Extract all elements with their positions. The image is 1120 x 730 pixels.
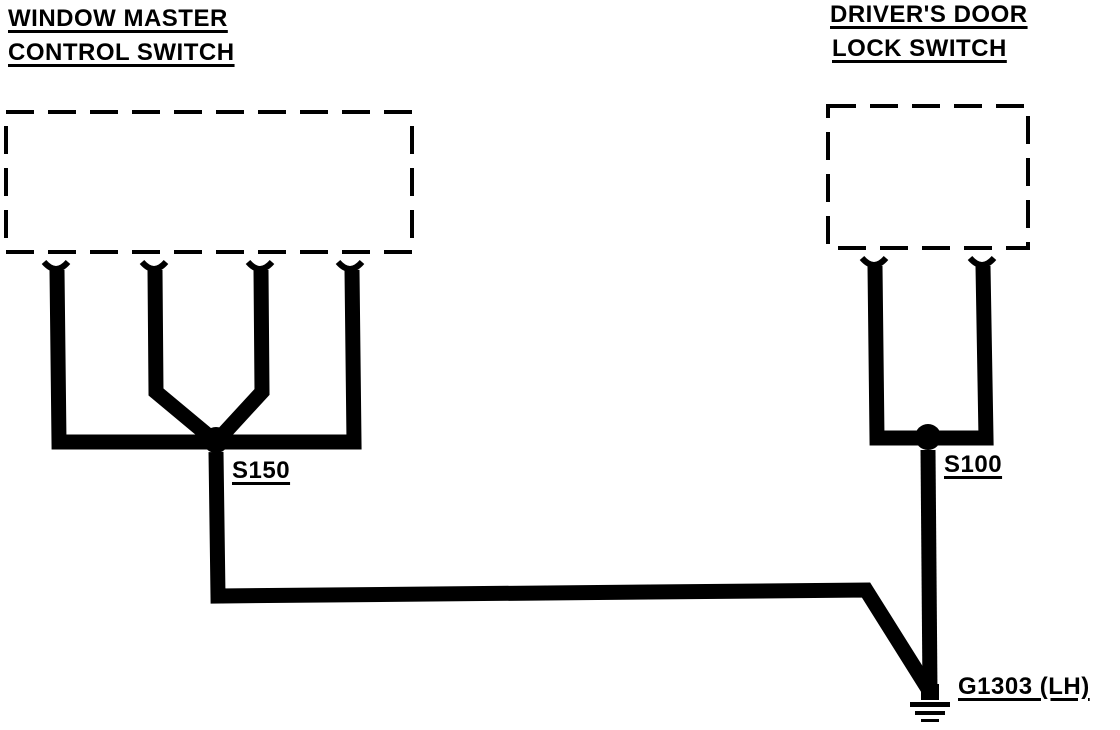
terminal-3	[245, 259, 275, 272]
ground-symbol-icon	[910, 684, 950, 722]
door-lock-switch-wires	[867, 265, 994, 446]
splice-s150-dot	[203, 427, 229, 453]
terminal-4	[335, 259, 365, 272]
terminal-2	[139, 259, 169, 272]
wire-s150-to-ground	[208, 451, 937, 696]
terminal-a	[859, 255, 889, 268]
door-lock-switch-label-line2: LOCK SWITCH	[832, 35, 1007, 62]
door-lock-switch-label-line1: DRIVER'S DOOR	[830, 1, 1028, 28]
splice-s100-label: S100	[944, 451, 1003, 478]
wire-inner-right	[210, 269, 270, 448]
wire-lock-left	[867, 265, 928, 446]
ground-g1303-label: G1303 (LH)	[958, 673, 1090, 700]
wire-outer-right	[216, 269, 362, 450]
window-master-control-switch-box	[4, 110, 414, 254]
door-lock-switch-terminals	[859, 255, 997, 268]
wire-s100-to-ground	[920, 449, 938, 693]
master-switch-label-line2: CONTROL SWITCH	[8, 39, 235, 66]
splice-s100-dot	[915, 424, 941, 450]
wire-lock-right	[928, 265, 994, 446]
master-switch-label-line1: WINDOW MASTER	[8, 5, 228, 32]
terminal-1	[41, 259, 71, 272]
master-switch-wires	[49, 269, 362, 450]
wire-inner-left	[147, 269, 221, 448]
terminal-b	[967, 255, 997, 268]
splice-s150-label: S150	[232, 457, 291, 484]
wire-outer-left	[49, 269, 216, 450]
master-switch-terminals	[41, 259, 365, 272]
drivers-door-lock-switch-box	[826, 104, 1030, 250]
